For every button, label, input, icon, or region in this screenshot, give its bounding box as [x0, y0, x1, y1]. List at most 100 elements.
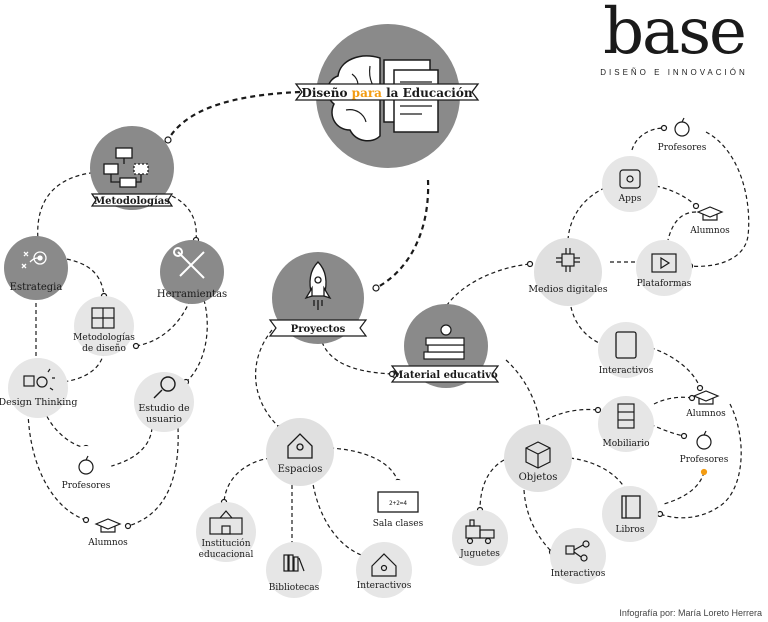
connector-proyectos-espacios: [254, 329, 281, 429]
connector-espacios-interactivos: [311, 477, 365, 557]
app-phone-icon: [619, 169, 641, 189]
connector-estrategia-metodologias-diseno: [59, 257, 105, 297]
label-institucion-2: educacional: [199, 550, 254, 560]
connector-espacios-institucion: [223, 457, 271, 503]
label-objetos: Objetos: [519, 472, 558, 483]
node-alumnos-left: Alumnos: [87, 518, 128, 548]
node-mobiliario: Mobiliario: [598, 396, 654, 452]
rocket-icon: [304, 261, 332, 310]
node-interactivos-espacios: Interactivos: [356, 542, 412, 598]
label-interactivos-medios: Interactivos: [599, 366, 654, 376]
connector-title-metodologias: [167, 90, 301, 141]
label-estudio-usuario-2: usuario: [146, 414, 182, 425]
label-espacios: Espacios: [278, 464, 323, 475]
apple-icon-right: [696, 430, 712, 450]
label-estrategia: Estrategia: [10, 282, 63, 293]
label-alumnos-left: Alumnos: [87, 538, 128, 548]
label-metodologias-diseno-2: de diseño: [82, 344, 126, 354]
label-interactivos-espacios: Interactivos: [357, 581, 412, 591]
brand-logo: base: [603, 0, 747, 69]
label-proyectos: Proyectos: [291, 324, 346, 335]
brand-block: base DISEÑO E INNOVACIÓN: [594, 0, 754, 77]
connector-estudio-alumnos: [127, 427, 179, 527]
label-profesores-left: Profesores: [62, 481, 111, 491]
label-mobiliario: Mobiliario: [603, 439, 650, 449]
node-profesores-left: Profesores: [60, 446, 112, 498]
apple-icon: [78, 455, 94, 475]
connector-herramientas-metodologias-diseno: [135, 299, 191, 347]
connector-estudio-profesores: [103, 427, 153, 469]
connector-espacios-sala: [329, 447, 399, 483]
apple-icon-top: [674, 117, 690, 137]
node-alumnos-right: Alumnos: [685, 390, 726, 419]
brand-tagline: DISEÑO E INNOVACIÓN: [600, 68, 748, 77]
connector-objetos-interactivos: [523, 489, 553, 553]
node-metodologias-diseno: Metodologías de diseño: [73, 296, 135, 356]
node-espacios: Espacios: [266, 418, 334, 486]
node-plataformas: Plataformas: [636, 240, 692, 296]
node-objetos: Objetos: [504, 424, 572, 492]
smart-home-icon: [371, 553, 397, 577]
main-title: Diseño para la Educación: [301, 86, 472, 100]
label-profesores-top: Profesores: [658, 143, 707, 153]
label-herramientas: Herramientas: [157, 289, 227, 300]
node-estrategia: Estrategia: [4, 236, 68, 300]
flowchart-icon: [103, 147, 149, 188]
circuit-icon: [556, 248, 580, 272]
node-profesores-right: Profesores: [680, 430, 729, 465]
label-juguetes: Juguetes: [459, 549, 500, 559]
connector-mobiliario-profesores: [643, 421, 685, 437]
book-icon: [621, 495, 641, 519]
magnifier-user-icon: [153, 376, 176, 399]
cube-icon: [525, 441, 551, 469]
connector-metodologias-herramientas: [171, 195, 197, 241]
connector-material-objetos: [505, 359, 541, 429]
label-plataformas: Plataformas: [637, 279, 692, 289]
video-platform-icon: [651, 253, 677, 273]
label-bibliotecas: Bibliotecas: [269, 583, 320, 593]
strategy-target-icon: [21, 251, 47, 269]
connector-apps-alumnos: [655, 185, 697, 207]
toy-train-icon: [465, 519, 495, 545]
bookshelf-icon: [283, 554, 305, 572]
node-interactivos-medios: Interactivos: [598, 322, 654, 378]
node-estudio-usuario: Estudio de usuario: [134, 372, 194, 432]
label-institucion-1: Institución: [201, 538, 250, 549]
graduation-cap-icon-right: [692, 390, 720, 405]
connector-metodologias-estrategia: [37, 171, 101, 241]
blackboard-icon: 2+2=4: [377, 491, 419, 513]
node-juguetes: Juguetes: [452, 510, 508, 566]
node-interactivos-objetos: Interactivos: [550, 528, 606, 584]
central-topic: Diseño para la Educación: [294, 24, 480, 168]
node-material-educativo: Material educativo: [390, 304, 500, 388]
connector-apps-profesores: [631, 127, 665, 151]
label-estudio-usuario-1: Estudio de: [138, 403, 190, 414]
label-sala-clases: Sala clases: [373, 519, 424, 529]
node-sala-clases: 2+2=4 Sala clases: [370, 480, 426, 536]
node-alumnos-top: Alumnos: [689, 206, 730, 236]
graduation-cap-icon-top: [696, 206, 724, 221]
label-alumnos-top: Alumnos: [689, 226, 730, 236]
label-metodologias: Metodologías: [94, 196, 170, 207]
location-house-icon: [287, 433, 313, 459]
connector-alumnos-plataformas: [667, 211, 697, 241]
board-text: 2+2=4: [389, 500, 407, 507]
design-thinking-icon: [23, 368, 55, 391]
label-design-thinking: Design Thinking: [0, 397, 77, 408]
connector-mobiliario-alumnos: [653, 396, 693, 405]
node-design-thinking: Design Thinking: [0, 358, 77, 418]
tools-icon: [173, 247, 205, 279]
node-metodologias: Metodologías: [90, 126, 174, 210]
connector-profesores-libros: [663, 471, 705, 505]
connector-proyectos-material: [321, 341, 393, 375]
label-libros: Libros: [616, 525, 645, 535]
network-toy-icon: [565, 540, 590, 562]
node-medios-digitales: Medios digitales: [528, 238, 608, 306]
connector-profesores-plataformas: [689, 131, 750, 267]
node-profesores-top: Profesores: [658, 117, 707, 153]
node-proyectos: Proyectos: [268, 252, 368, 344]
connector-dt-profesores: [43, 409, 87, 449]
credit-line: Infografía por: María Loreto Herrera: [619, 608, 762, 618]
label-profesores-right: Profesores: [680, 455, 729, 465]
